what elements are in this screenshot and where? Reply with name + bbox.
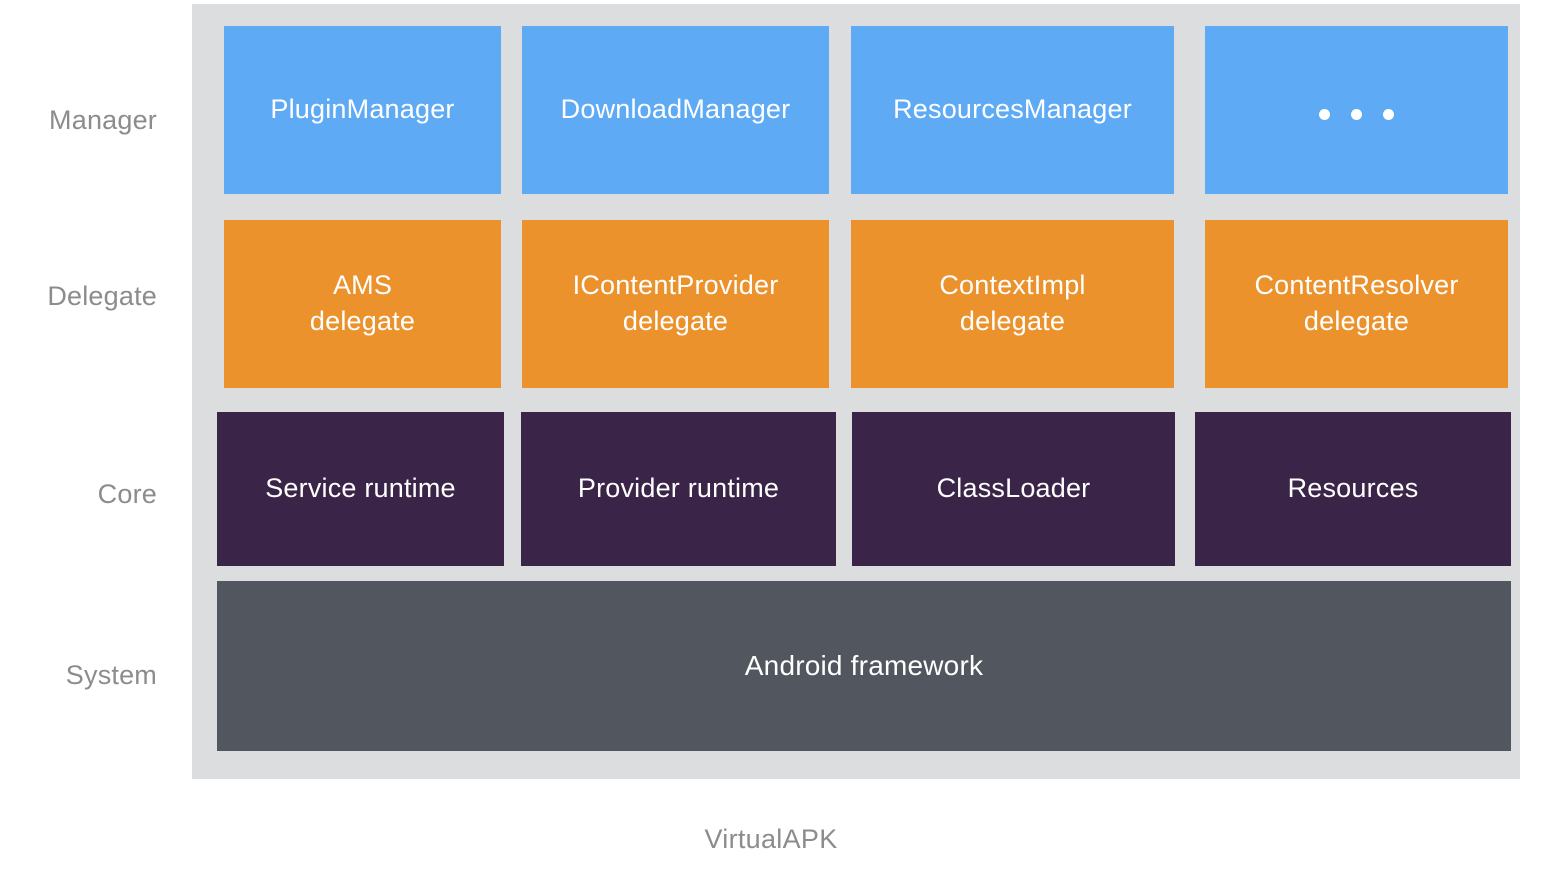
core-box-resources[interactable]: Resources [1195,412,1511,566]
box-label: Service runtime [265,473,456,504]
box-label-line1: AMS [332,270,393,301]
box-label-line2: delegate [1303,306,1410,336]
delegate-box-contextimpl[interactable]: ContextImpl delegate [851,220,1174,388]
box-label-line1: ContextImpl [939,270,1086,301]
core-box-service-runtime[interactable]: Service runtime [217,412,504,566]
architecture-diagram: PluginManager DownloadManager ResourcesM… [192,4,1520,779]
box-label-wrap: IContentProvider delegate [573,268,779,339]
box-label: Resources [1287,473,1419,504]
box-label-line2: delegate [309,306,416,336]
manager-box-downloadmanager[interactable]: DownloadManager [522,26,829,194]
delegate-box-ams[interactable]: AMS delegate [224,220,501,388]
box-label-wrap: ContentResolver delegate [1254,268,1458,339]
box-label-wrap: ContextImpl delegate [939,268,1085,339]
ellipsis-icon [1319,108,1394,120]
row-label-manager: Manager [49,105,157,135]
box-label: DownloadManager [560,94,791,125]
ellipsis-dot [1319,108,1330,120]
box-label: ResourcesManager [893,94,1132,125]
core-box-classloader[interactable]: ClassLoader [852,412,1175,566]
manager-box-pluginmanager[interactable]: PluginManager [224,26,501,194]
box-label-wrap: AMS delegate [310,268,415,339]
row-label-core: Core [97,479,157,509]
ellipsis-dot [1383,108,1394,120]
delegate-box-icontentprovider[interactable]: IContentProvider delegate [522,220,829,388]
box-label-line1: ContentResolver [1254,270,1459,301]
row-label-delegate: Delegate [47,281,157,311]
system-box-android-framework[interactable]: Android framework [217,581,1511,751]
core-box-provider-runtime[interactable]: Provider runtime [521,412,836,566]
manager-box-more[interactable] [1205,26,1508,194]
box-label: ClassLoader [936,473,1091,504]
box-label-line2: delegate [622,306,729,336]
row-label-system: System [65,660,157,690]
box-label: PluginManager [270,94,455,125]
delegate-box-contentresolver[interactable]: ContentResolver delegate [1205,220,1508,388]
diagram-caption: VirtualAPK [704,824,838,854]
box-label: Provider runtime [577,473,780,504]
box-label-line2: delegate [959,306,1066,336]
box-label: Android framework [744,650,984,681]
box-label-line1: IContentProvider [572,270,779,301]
manager-box-resourcesmanager[interactable]: ResourcesManager [851,26,1174,194]
ellipsis-dot [1351,108,1362,120]
